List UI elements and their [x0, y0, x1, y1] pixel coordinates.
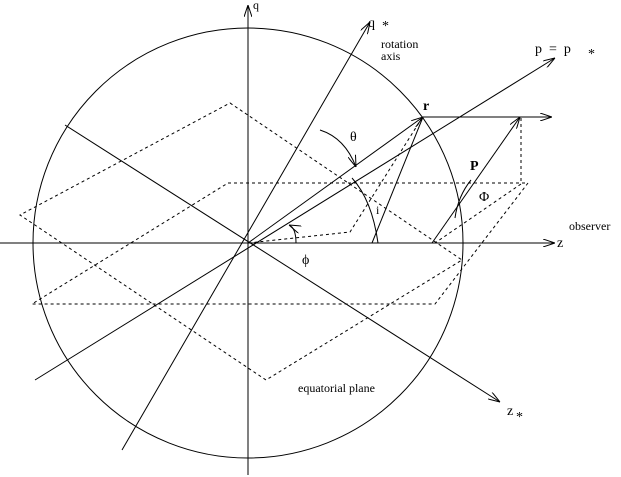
label-z: z: [557, 236, 563, 251]
label-r: r: [423, 99, 429, 114]
label-equatorial-plane: equatorial plane: [298, 381, 375, 395]
label-q: q: [253, 0, 259, 12]
label-p-eq: p = p: [535, 42, 571, 57]
theta-arc: [319, 129, 356, 167]
sky-plane-outline: [30, 182, 530, 305]
label-q-star-sub: *: [382, 19, 389, 34]
label-z-star: z: [507, 404, 513, 419]
r-vector: [247, 117, 423, 244]
p-star-axis: [34, 58, 555, 381]
label-P: P: [470, 159, 479, 174]
phi-arc: [289, 225, 296, 244]
label-p-eq-sub: *: [588, 47, 595, 62]
equatorial-plane-outline: [19, 102, 463, 381]
label-theta: θ: [350, 130, 357, 145]
label-observer: observer: [569, 219, 610, 233]
rotation-axis-q-star: [121, 22, 370, 451]
label-axis: axis: [381, 49, 401, 63]
P-vector: [431, 117, 520, 244]
r-to-z-line: [371, 116, 424, 244]
z-star-axis: [64, 124, 500, 402]
P-diagonal-dashed: [434, 183, 522, 244]
label-Phi: Φ: [479, 190, 489, 205]
label-q-star: q: [368, 16, 375, 31]
Phi-arc: [454, 179, 472, 219]
label-rotation: rotation: [381, 37, 418, 51]
label-i: i: [376, 203, 380, 217]
inclination-arc: [351, 177, 379, 244]
r-projection-line: [247, 117, 423, 244]
label-phi: ϕ: [302, 253, 309, 268]
label-z-star-sub: *: [516, 410, 523, 425]
